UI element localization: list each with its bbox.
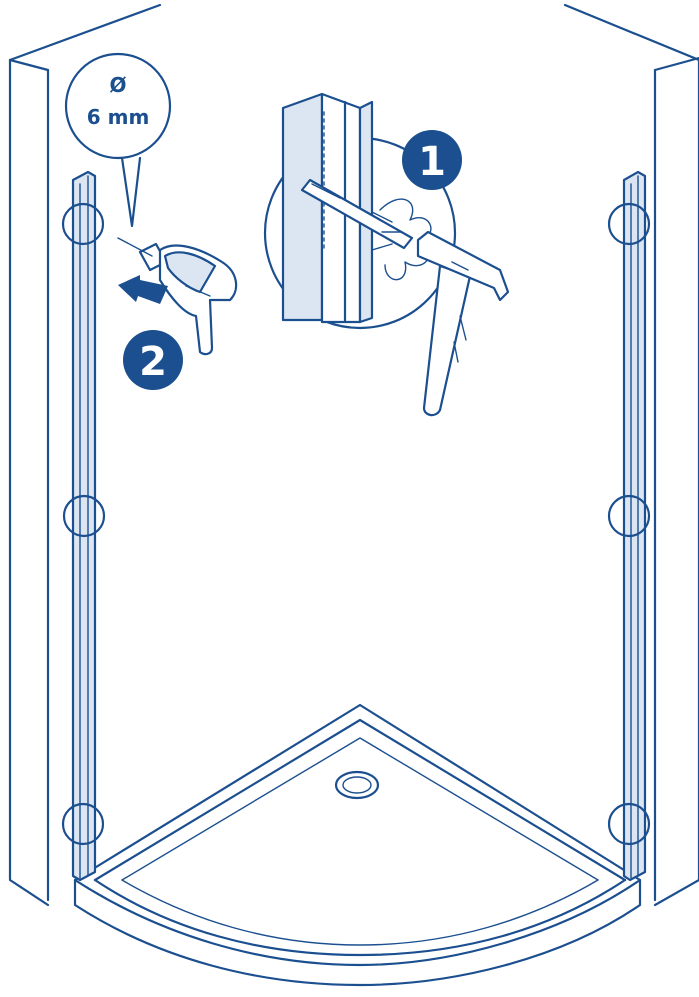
drain-icon	[336, 772, 378, 798]
step-number-2: 2	[139, 339, 167, 385]
wall-plug-detail	[265, 94, 455, 328]
diameter-value: 6 mm	[87, 105, 150, 129]
shower-tray-icon	[75, 705, 640, 985]
left-wall-profile	[73, 172, 95, 880]
step-number-1: 1	[418, 139, 446, 185]
step-badge-1: 1	[402, 130, 462, 190]
right-wall-profile	[624, 172, 645, 880]
diameter-symbol: Ø	[109, 73, 126, 97]
hammer-icon	[418, 232, 508, 415]
step-badge-2: 2	[123, 330, 183, 390]
